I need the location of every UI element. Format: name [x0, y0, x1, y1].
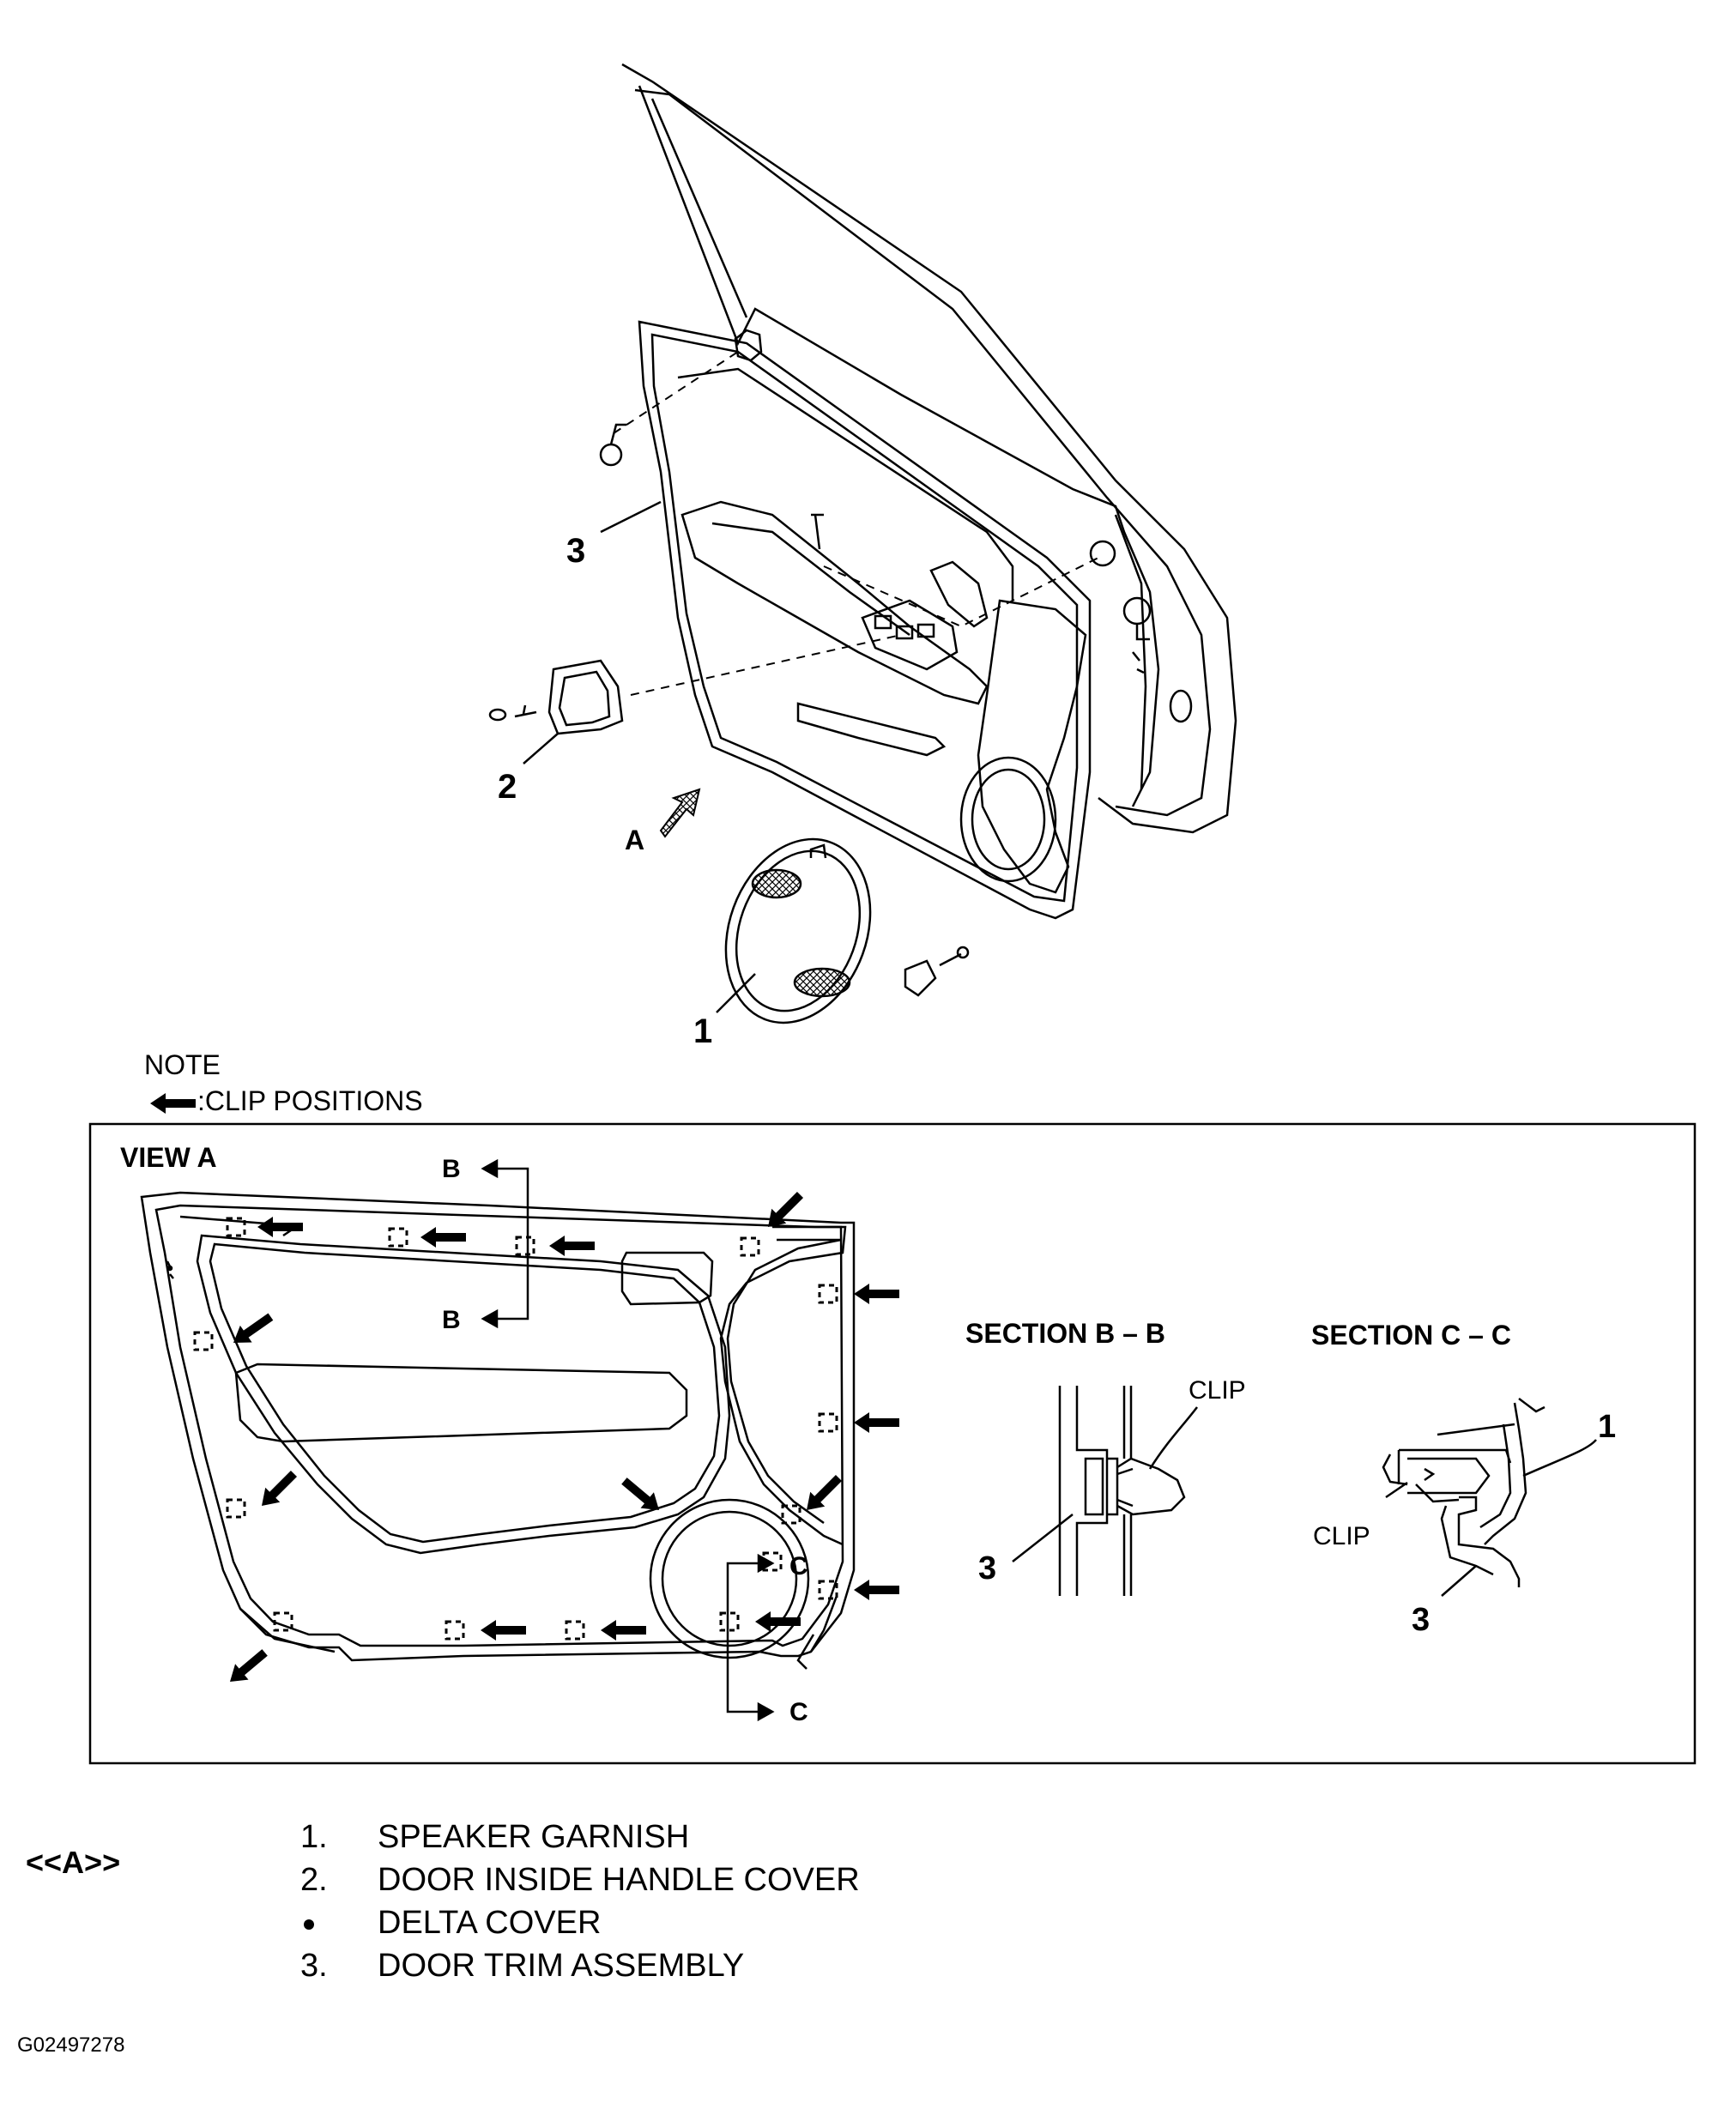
legend-label: DOOR INSIDE HANDLE COVER [378, 1862, 860, 1898]
legend-number: 3. [300, 1948, 328, 1984]
door-inside-handle-cover [488, 659, 624, 735]
section-bb-drawing [1012, 1386, 1198, 1596]
section-cc-callout-3: 3 [1412, 1602, 1430, 1638]
bullet-icon [300, 1905, 378, 1942]
section-cc-callout-1: 1 [1598, 1409, 1616, 1445]
view-a-frame [88, 1122, 1697, 1765]
section-cc-drawing [1382, 1398, 1597, 1597]
section-cc-clip-label: CLIP [1313, 1522, 1370, 1550]
door-frame [621, 63, 1237, 834]
legend-label: SPEAKER GARNISH [378, 1819, 690, 1855]
clip-position-markers [193, 1217, 838, 1641]
section-b-cutline [481, 1158, 529, 1329]
legend-number: 1. [300, 1819, 328, 1855]
legend-item: DELTA COVER [300, 1905, 601, 1946]
legend-label: DELTA COVER [378, 1905, 602, 1941]
section-bb-clip-label: CLIP [1189, 1376, 1246, 1405]
view-a-arrow [659, 788, 701, 838]
speaker-garnish [724, 837, 970, 1024]
section-b-bottom-label: B [442, 1306, 461, 1334]
note-title: NOTE [144, 1049, 221, 1080]
legend-label: DOOR TRIM ASSEMBLY [378, 1948, 745, 1984]
legend-number: 2. [300, 1862, 328, 1898]
section-cc-title: SECTION C – C [1311, 1320, 1511, 1351]
image-id: G02497278 [17, 2034, 125, 2057]
note-clip-positions: :CLIP POSITIONS [197, 1085, 423, 1116]
callout-3: 3 [566, 532, 585, 570]
view-a-title: VIEW A [120, 1142, 217, 1173]
callout-leaders [523, 500, 756, 1013]
section-c-top-label: C [789, 1552, 808, 1580]
legend-item: 2. DOOR INSIDE HANDLE COVER [300, 1862, 860, 1903]
section-b-top-label: B [442, 1155, 461, 1183]
clip-arrow-icon [150, 1093, 196, 1114]
section-c-cutline [726, 1553, 775, 1722]
legend-item: 3. DOOR TRIM ASSEMBLY [300, 1948, 744, 1989]
clip-position-arrows [230, 1191, 899, 1682]
legend-item: 1. SPEAKER GARNISH [300, 1819, 689, 1860]
section-c-bottom-label: C [789, 1698, 808, 1726]
section-bb-title: SECTION B – B [965, 1318, 1165, 1349]
clip-parts [599, 329, 1152, 641]
callout-2: 2 [498, 768, 517, 806]
procedure-code: <<A>> [26, 1845, 121, 1880]
dash-leaders [613, 351, 1099, 696]
view-a-letter: A [625, 825, 644, 855]
callout-1: 1 [693, 1012, 712, 1050]
door-trim-assembly [638, 320, 1092, 920]
section-bb-callout-3: 3 [978, 1550, 996, 1586]
view-a-trim-outline [140, 1191, 856, 1670]
note-block: NOTE :CLIP POSITIONS [144, 1047, 423, 1119]
